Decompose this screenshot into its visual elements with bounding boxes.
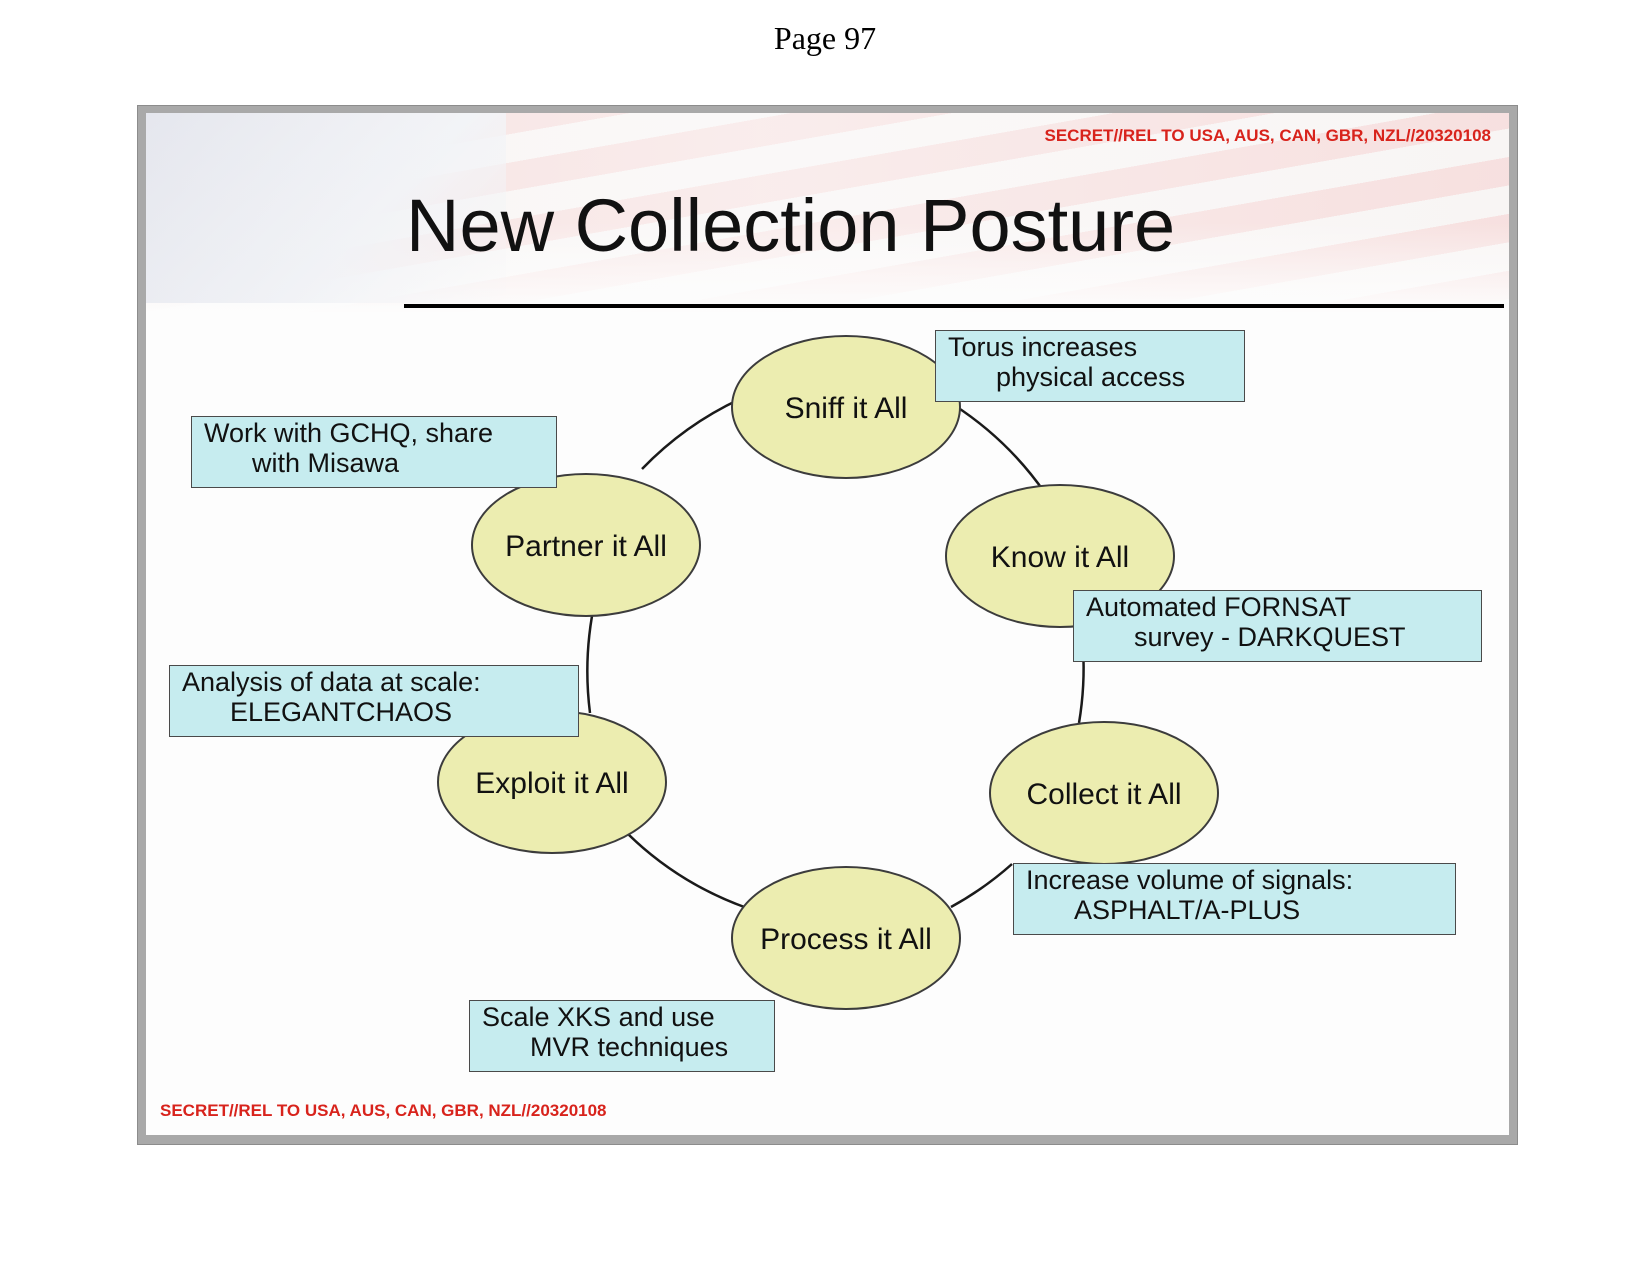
- note-exploit-line1: Analysis of data at scale:: [182, 667, 481, 697]
- slide-title: New Collection Posture: [406, 184, 1176, 267]
- note-sniff-line1: Torus increases: [948, 332, 1138, 362]
- note-collect: Increase volume of signals: ASPHALT/A-PL…: [1013, 863, 1456, 935]
- note-know: Automated FORNSAT survey - DARKQUEST: [1073, 590, 1482, 662]
- note-exploit: Analysis of data at scale: ELEGANTCHAOS: [169, 665, 579, 737]
- collection-cycle-diagram: Sniff it All Know it All Collect it All …: [437, 335, 1219, 1010]
- cycle-connectors: [586, 397, 1085, 910]
- stage-know-label: Know it All: [991, 541, 1129, 574]
- stage-sniff-label: Sniff it All: [785, 392, 908, 425]
- classification-banner-top: SECRET//REL TO USA, AUS, CAN, GBR, NZL//…: [1044, 126, 1491, 145]
- stage-process-label: Process it All: [760, 923, 932, 956]
- slide: SECRET//REL TO USA, AUS, CAN, GBR, NZL//…: [146, 113, 1509, 1135]
- classification-banner-bottom: SECRET//REL TO USA, AUS, CAN, GBR, NZL//…: [160, 1101, 607, 1120]
- note-know-line1: Automated FORNSAT: [1086, 592, 1352, 622]
- note-partner-line1: Work with GCHQ, share: [204, 418, 494, 448]
- stage-exploit-label: Exploit it All: [475, 767, 628, 800]
- stage-process: Process it All: [731, 866, 961, 1010]
- stage-collect-label: Collect it All: [1026, 778, 1181, 811]
- slide-frame: SECRET//REL TO USA, AUS, CAN, GBR, NZL//…: [137, 105, 1518, 1145]
- note-collect-line2: ASPHALT/A-PLUS: [1074, 895, 1301, 925]
- connector-partner-sniff: [641, 397, 741, 470]
- note-process-line2: MVR techniques: [530, 1032, 729, 1062]
- stage-partner: Partner it All: [471, 473, 701, 617]
- note-know-line2: survey - DARKQUEST: [1134, 622, 1406, 652]
- stage-sniff: Sniff it All: [731, 335, 961, 479]
- connector-exploit-partner: [586, 615, 594, 714]
- connector-sniff-know: [953, 403, 1047, 494]
- stage-partner-label: Partner it All: [505, 530, 667, 563]
- note-collect-line1: Increase volume of signals:: [1026, 865, 1354, 895]
- note-exploit-line2: ELEGANTCHAOS: [230, 697, 453, 727]
- note-sniff: Torus increases physical access: [935, 330, 1245, 402]
- connector-process-exploit: [619, 825, 748, 910]
- connector-collect-process: [950, 863, 1013, 909]
- note-process: Scale XKS and use MVR techniques: [469, 1000, 775, 1072]
- note-process-line1: Scale XKS and use: [482, 1002, 715, 1032]
- page-number: Page 97: [773, 20, 877, 56]
- note-sniff-line2: physical access: [996, 362, 1186, 392]
- note-partner: Work with GCHQ, share with Misawa: [191, 416, 557, 488]
- title-rule: [404, 304, 1504, 308]
- stage-exploit: Exploit it All: [437, 710, 667, 854]
- flag-fade: [146, 113, 1509, 313]
- note-partner-line2: with Misawa: [252, 448, 400, 478]
- stage-collect: Collect it All: [989, 721, 1219, 865]
